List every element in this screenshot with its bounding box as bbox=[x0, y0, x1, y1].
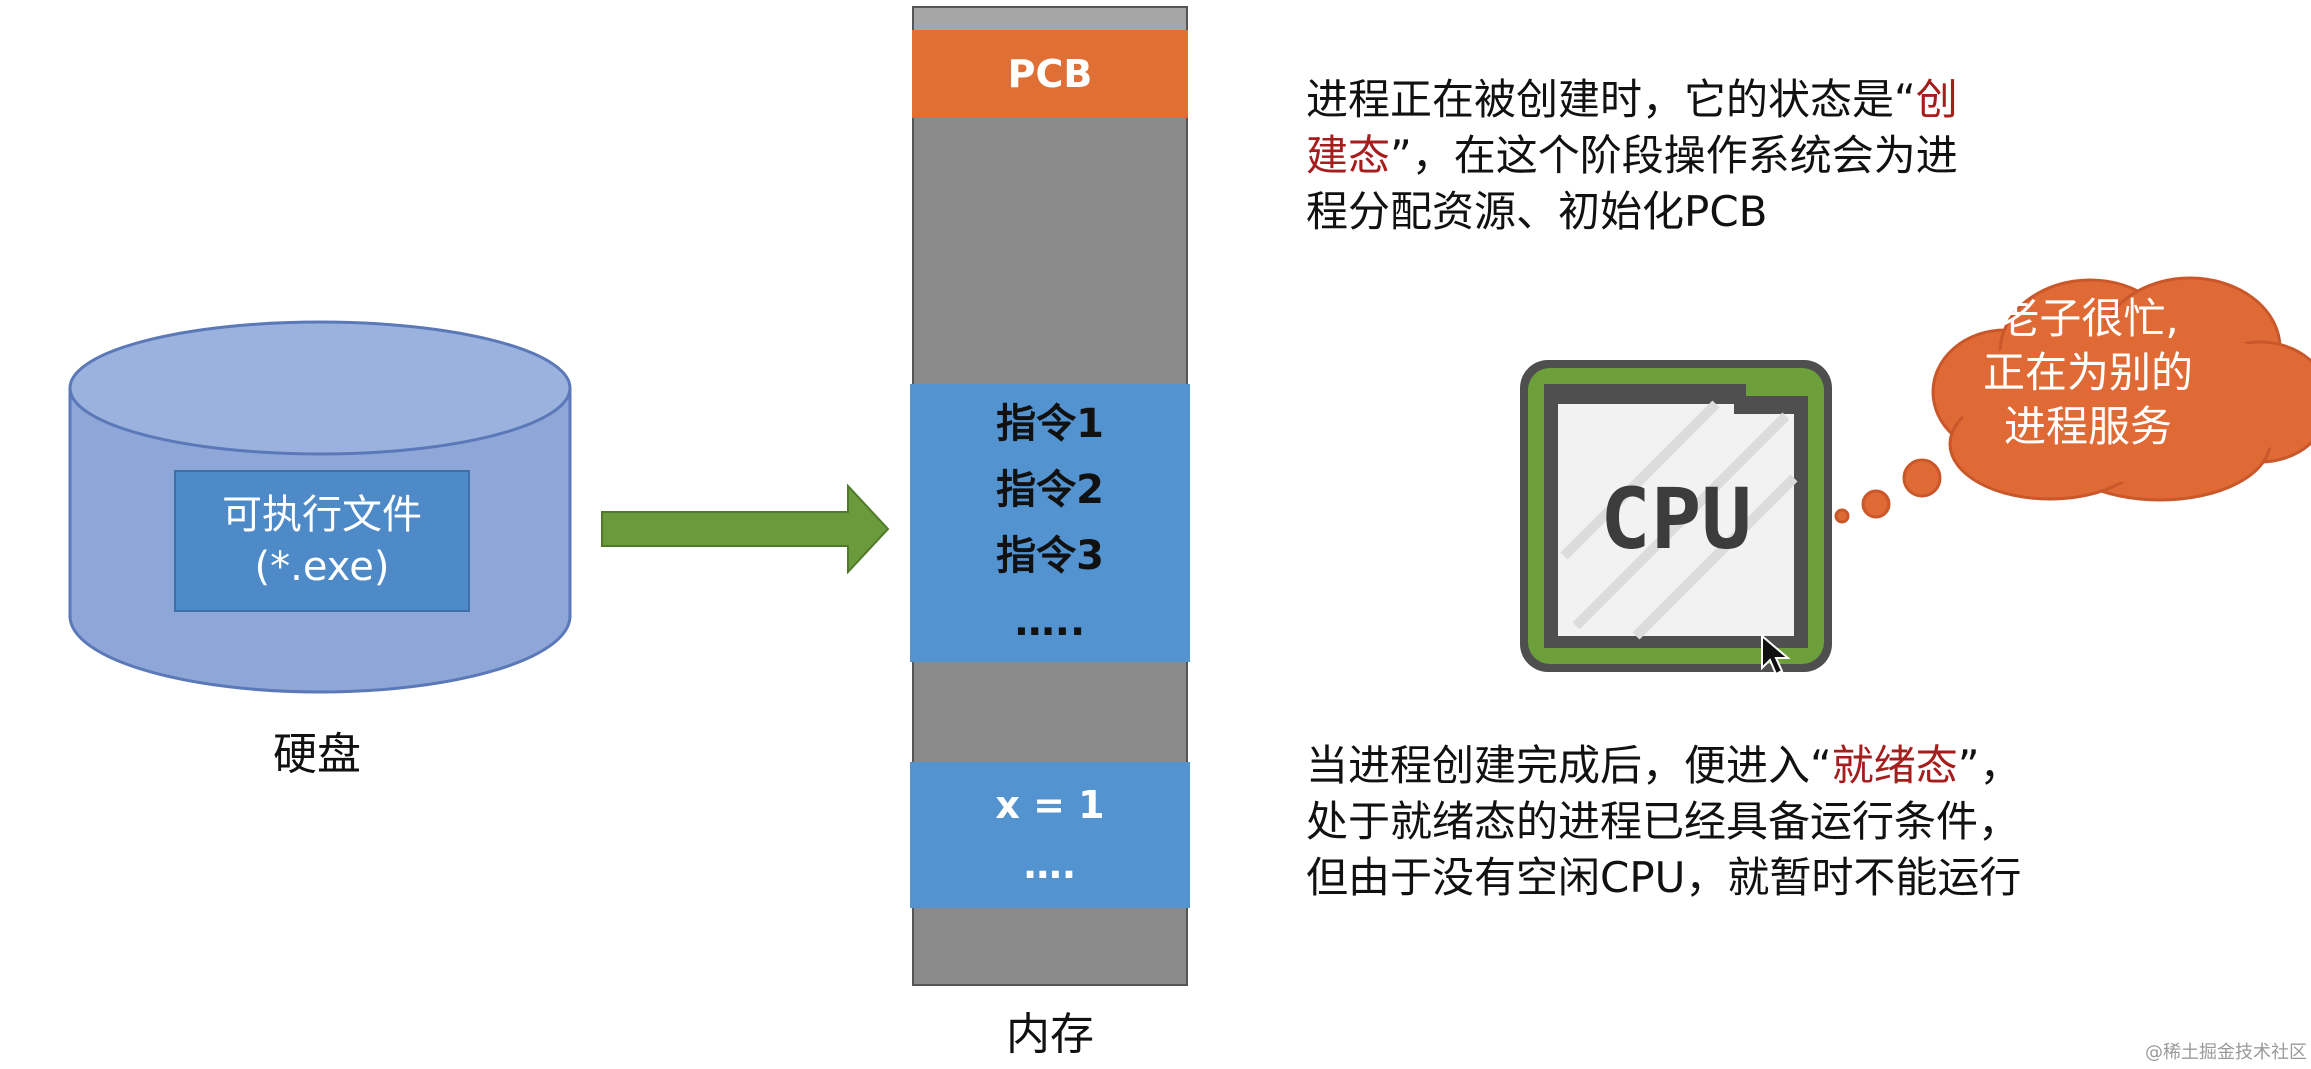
paragraph-line: 程分配资源、初始化PCB bbox=[1306, 187, 1768, 236]
paragraph-line: 建态”，在这个阶段操作系统会为进 bbox=[1306, 128, 2126, 184]
executable-file-box: 可执行文件 (*.exe) bbox=[174, 470, 470, 612]
mouse-cursor-icon bbox=[1761, 633, 1791, 676]
thought-cloud-icon bbox=[1834, 276, 2311, 524]
instruction-1: 指令1 bbox=[996, 401, 1104, 447]
data-x: x = 1 bbox=[995, 783, 1105, 827]
highlight-text: 创 bbox=[1915, 75, 1958, 124]
text-segment: 当进程创建完成后，便进入“ bbox=[1306, 741, 1832, 790]
text-segment: ”，在这个阶段操作系统会为进 bbox=[1390, 131, 1958, 180]
memory-top-strip bbox=[912, 6, 1188, 30]
cloud-line: 老子很忙, bbox=[1997, 294, 2179, 343]
paragraph-line: 处于就绪态的进程已经具备运行条件， bbox=[1306, 797, 2021, 846]
watermark: @稀土掘金技术社区 bbox=[2145, 1042, 2307, 1063]
paragraph-line: 当进程创建完成后，便进入“就绪态”， bbox=[1306, 738, 2186, 794]
highlight-text: 就绪态 bbox=[1831, 741, 1958, 790]
creation-state-description: 进程正在被创建时，它的状态是“创 建态”，在这个阶段操作系统会为进 程分配资源、… bbox=[1306, 72, 2126, 240]
hard-disk-label: 硬盘 bbox=[273, 729, 361, 780]
ready-state-description: 当进程创建完成后，便进入“就绪态”， 处于就绪态的进程已经具备运行条件， 但由于… bbox=[1306, 738, 2186, 906]
instruction-3: 指令3 bbox=[996, 533, 1104, 579]
memory-label: 内存 bbox=[1006, 1009, 1094, 1060]
instruction-ellipsis: ….. bbox=[1014, 599, 1086, 645]
text-segment: ”， bbox=[1957, 741, 2022, 790]
highlight-text: 建态 bbox=[1306, 131, 1391, 180]
text-segment: 进程正在被创建时，它的状态是“ bbox=[1306, 75, 1916, 124]
cloud-text: 老子很忙, 正在为别的 进程服务 bbox=[1938, 292, 2238, 454]
paragraph-line: 但由于没有空闲CPU，就暂时不能运行 bbox=[1306, 853, 2022, 902]
instruction-2: 指令2 bbox=[996, 467, 1104, 513]
cpu-icon: CPU bbox=[1520, 360, 1832, 676]
cloud-line: 正在为别的 bbox=[1982, 348, 2193, 397]
paragraph-line: 进程正在被创建时，它的状态是“创 bbox=[1306, 72, 2126, 128]
arrow-right-icon bbox=[601, 484, 890, 574]
data-ellipsis: …. bbox=[1023, 843, 1077, 887]
pcb-block: PCB bbox=[912, 30, 1188, 118]
executable-file-extension: (*.exe) bbox=[254, 544, 390, 590]
instruction-block: 指令1 指令2 指令3 ….. bbox=[910, 384, 1190, 662]
executable-file-label: 可执行文件 bbox=[222, 492, 422, 538]
cpu-label: CPU bbox=[1600, 470, 1752, 568]
cloud-line: 进程服务 bbox=[2003, 402, 2172, 451]
data-block: x = 1 …. bbox=[910, 762, 1190, 908]
